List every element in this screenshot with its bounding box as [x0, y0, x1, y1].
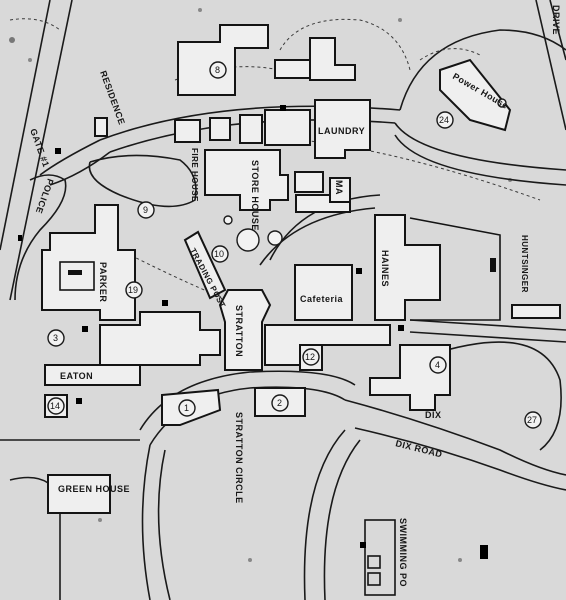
svg-text:3: 3: [53, 333, 58, 343]
label-stratton-circle: STRATTON CIRCLE: [234, 412, 244, 504]
number-24: 24: [436, 111, 454, 129]
label-gate: GATE #1: [28, 127, 51, 168]
svg-text:12: 12: [305, 352, 315, 362]
number-9: 9: [137, 201, 155, 219]
svg-text:19: 19: [128, 285, 138, 295]
svg-text:10: 10: [214, 249, 224, 259]
number-8: 8: [209, 61, 227, 79]
svg-text:2: 2: [277, 398, 282, 408]
label-dix: DIX: [425, 410, 442, 420]
label-swimming-pool: SWIMMING PO: [398, 518, 408, 587]
paper-specks: [9, 8, 512, 562]
number-3: 3: [47, 329, 65, 347]
number-19: 19: [125, 281, 143, 299]
svg-text:27: 27: [527, 415, 537, 425]
number-10: 10: [211, 245, 229, 263]
label-police: POLICE: [34, 177, 56, 215]
label-laundry: LAUNDRY: [318, 126, 365, 136]
number-2: 2: [271, 394, 289, 412]
svg-text:24: 24: [439, 115, 449, 125]
label-eaton: EATON: [60, 371, 93, 381]
buildings: [41, 24, 561, 596]
label-huntsinger: HUNTSINGER: [520, 235, 529, 293]
svg-text:9: 9: [143, 205, 148, 215]
svg-text:1: 1: [184, 403, 189, 413]
label-haines: HAINES: [380, 250, 390, 287]
label-drive: DRIVE: [551, 5, 561, 35]
number-4: 4: [429, 356, 447, 374]
number-12: 12: [302, 348, 320, 366]
number-14: 14: [47, 397, 65, 415]
building-numbers: 8 24 9 10 19 3 12 4 14 1 2 27: [47, 61, 542, 429]
label-ma: MA: [334, 180, 344, 195]
label-dix-road: DIX ROAD: [395, 438, 444, 459]
label-fire-house: FIRE HOUSE: [190, 148, 199, 202]
number-27: 27: [524, 411, 542, 429]
svg-text:4: 4: [435, 360, 440, 370]
label-parker: PARKER: [98, 262, 108, 302]
label-green-house: GREEN HOUSE: [58, 484, 130, 494]
label-stratton: STRATTON: [234, 305, 244, 357]
number-1: 1: [178, 399, 196, 417]
site-circles: [223, 98, 507, 252]
label-cafeteria: Cafeteria: [300, 294, 344, 304]
map-markers: [18, 105, 488, 559]
label-store-house: STORE HOUSE: [250, 160, 260, 231]
svg-text:14: 14: [50, 401, 60, 411]
svg-text:8: 8: [215, 65, 220, 75]
label-green-house-text: GREEN HOUSE: [58, 484, 130, 494]
